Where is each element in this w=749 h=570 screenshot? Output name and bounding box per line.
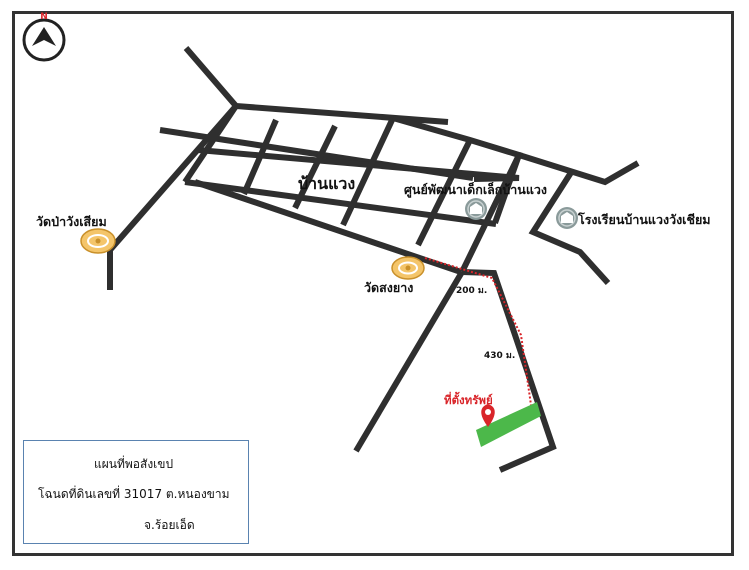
distance-200-label: 200 ม. [456,286,488,296]
school-icon [465,198,487,220]
road [459,153,522,274]
childcare-center-label: ศูนย์พัฒนาเด็กเล็กบ้านแวง [404,182,548,197]
school-label: โรงเรียนบ้านแวงวังเชียม [578,212,711,227]
village-label: บ้านแวง [298,174,356,193]
property-parcel [476,402,541,447]
map-frame [12,11,734,556]
road [518,152,640,186]
info-title: แผนที่พอสังเขป [94,457,174,471]
distance-route [424,257,533,413]
info-deed: โฉนดที่ดินเลขที่ 31017 ต.หนองขาม [38,487,230,501]
road [182,104,239,184]
location-pin-icon[interactable] [481,404,495,427]
road [292,124,338,210]
road [392,115,523,224]
north-letter: N [40,12,48,22]
map-info-box: แผนที่พอสังเขป โฉนดที่ดินเลขที่ 31017 ต.… [23,440,249,544]
road [194,179,462,275]
road [184,179,497,227]
road [197,147,520,182]
temple-icon [391,256,425,280]
road [528,169,611,286]
road [241,118,279,196]
road-network [107,46,640,473]
north-arrow-icon: N [22,12,66,62]
road [461,269,557,473]
temple-song-yang-label: วัดสงยาง [364,280,414,295]
road [415,138,473,247]
distance-430-label: 430 ม. [484,351,516,361]
school-icon [556,207,578,229]
road [353,270,465,453]
property-label: ที่ตั้งทรัพย์ [444,393,493,407]
info-province: จ.ร้อยเอ็ด [144,518,195,532]
road [340,116,396,227]
temple-icon [80,228,116,254]
temple-wang-siam-label: วัดป่าวังเสียม [36,214,107,229]
road [183,46,449,125]
